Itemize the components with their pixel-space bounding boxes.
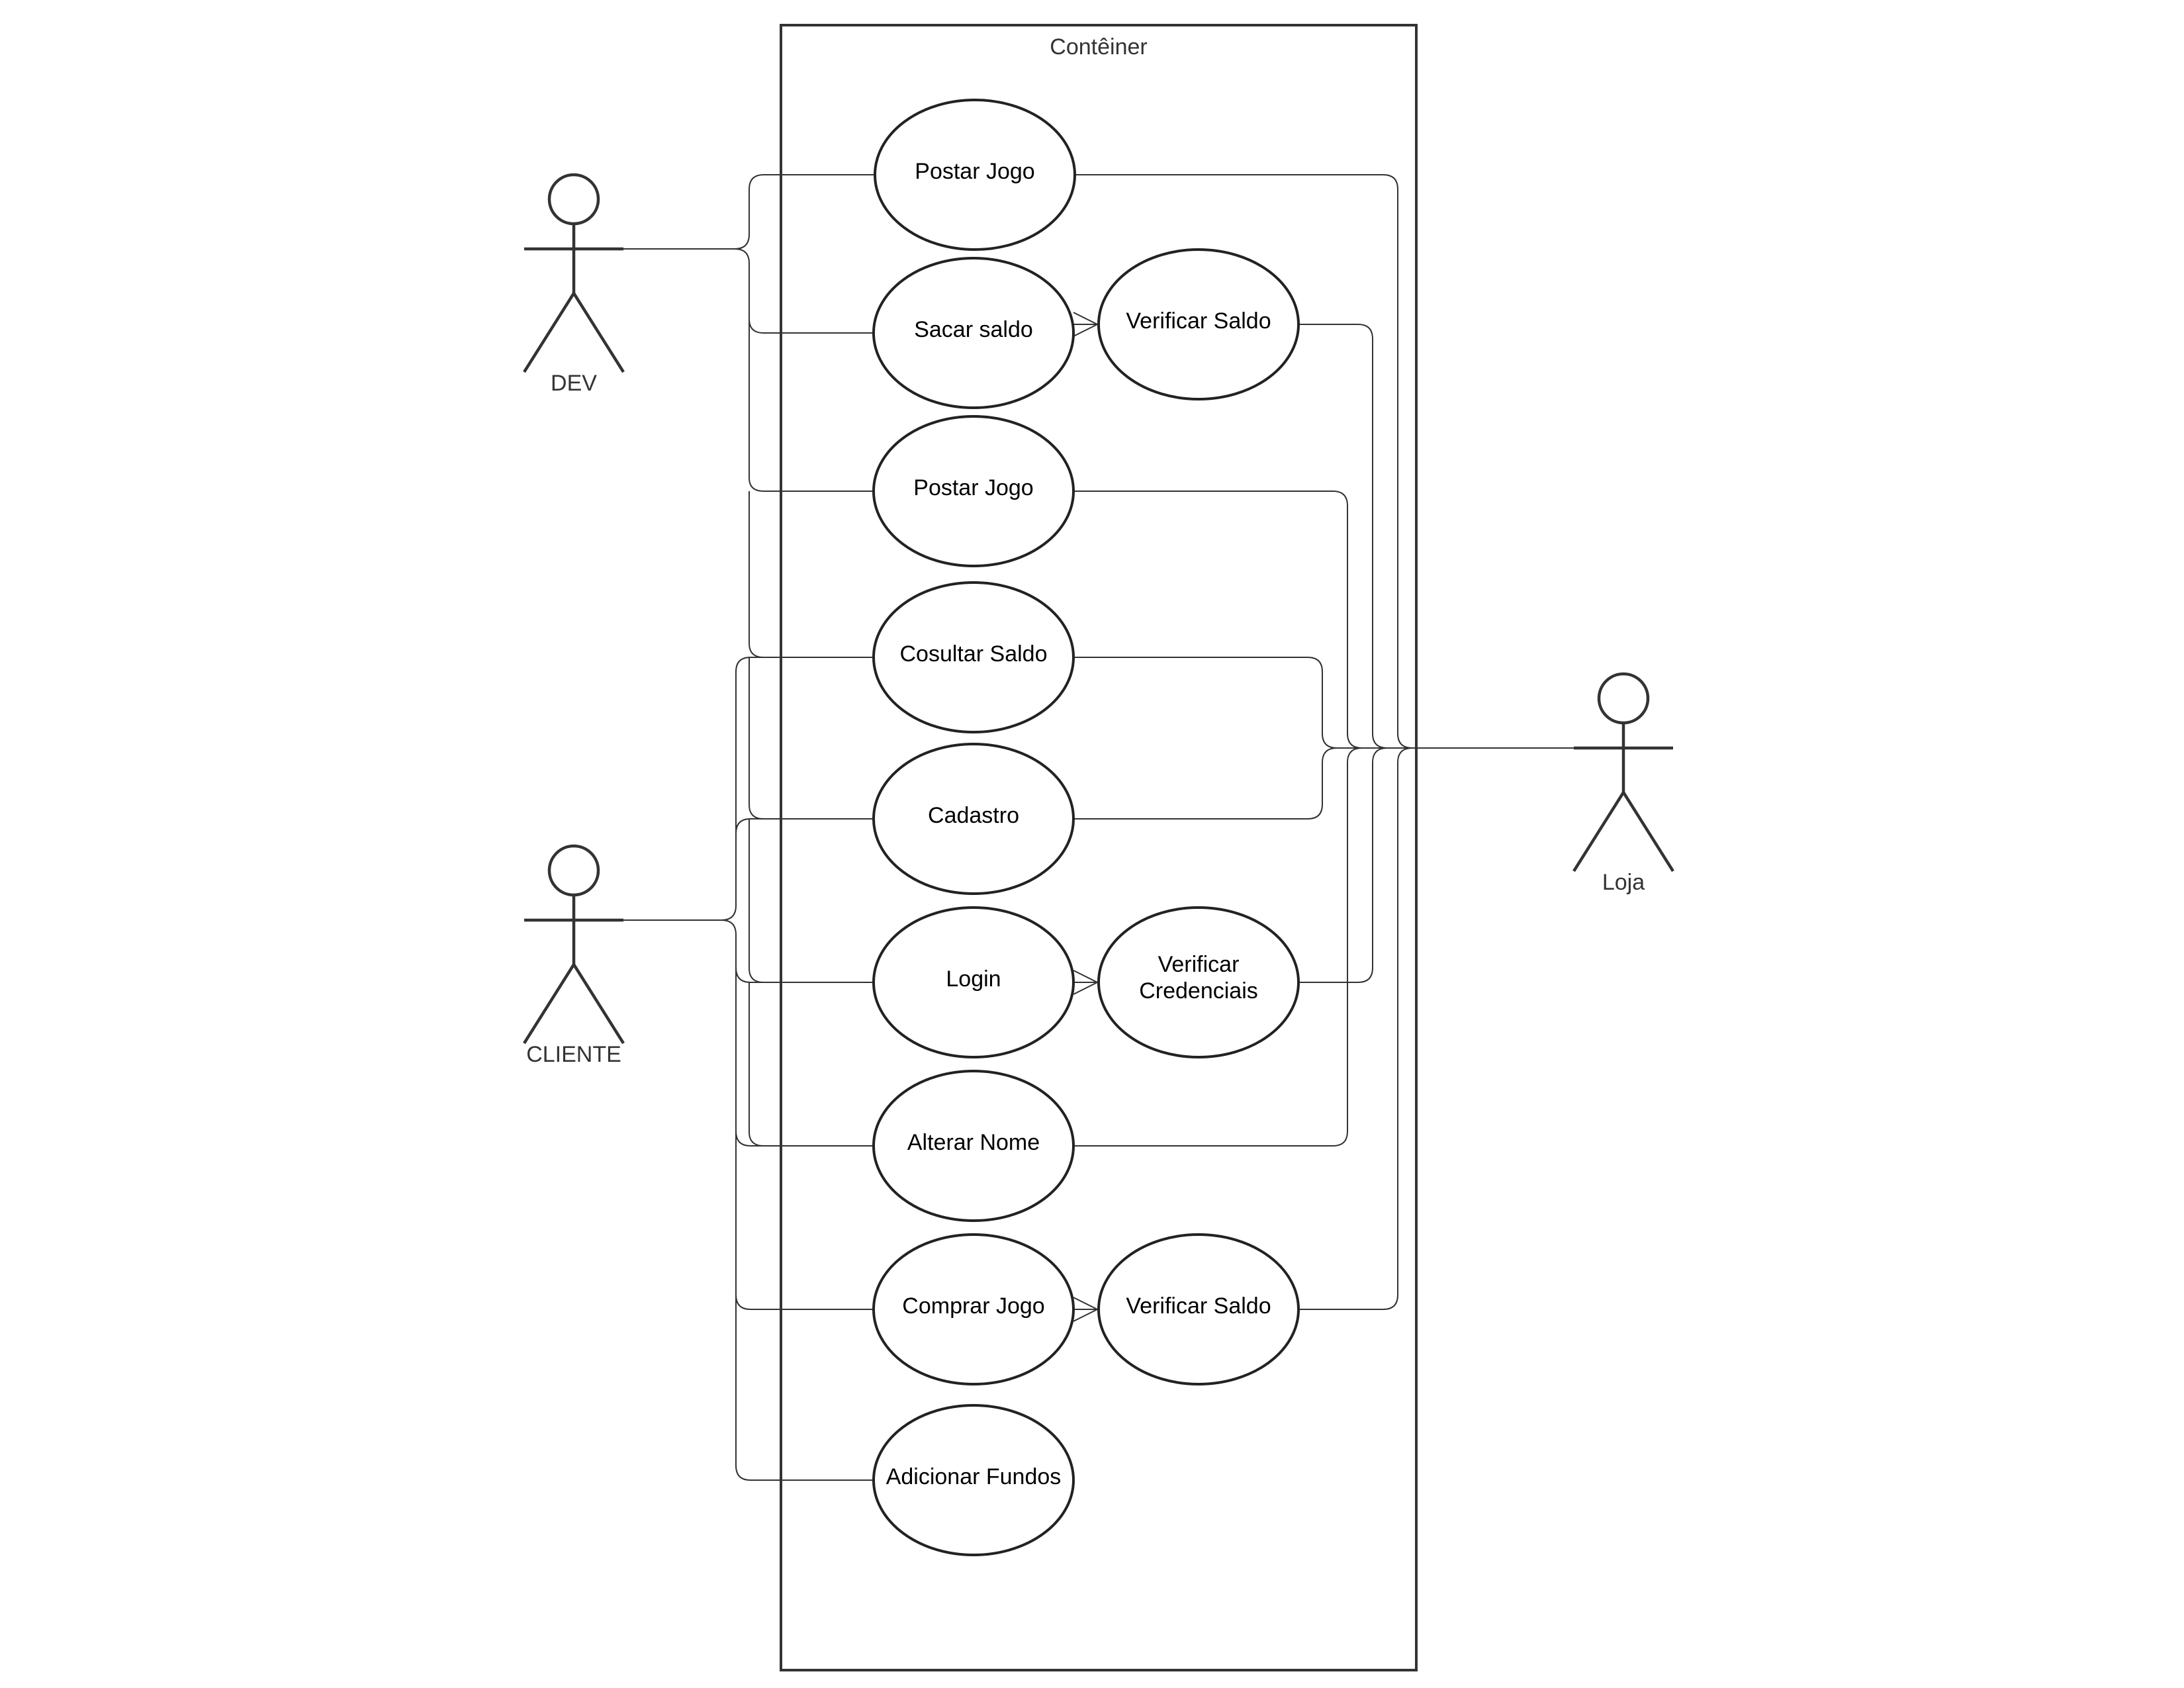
use-case-consultar-saldo[interactable]: Cosultar Saldo bbox=[872, 581, 1075, 733]
actor-loja-label: Loja bbox=[1602, 870, 1645, 895]
actor-dev-label: DEV bbox=[551, 371, 597, 396]
actor-cliente-label: CLIENTE bbox=[526, 1042, 621, 1067]
use-case-cadastro[interactable]: Cadastro bbox=[872, 743, 1075, 895]
use-case-comprar-jogo-label: Comprar Jogo bbox=[902, 1293, 1044, 1319]
use-case-alterar-nome-shape[interactable] bbox=[872, 1070, 1075, 1222]
loja-connector-postar-jogo-1 bbox=[1075, 174, 1575, 749]
use-case-cadastro-shape[interactable] bbox=[872, 743, 1075, 895]
actor-cliente-left-leg bbox=[523, 963, 575, 1045]
use-case-verificar-credenciais-shape[interactable] bbox=[1097, 906, 1300, 1058]
use-case-sacar-saldo[interactable]: Sacar saldo bbox=[872, 257, 1075, 409]
loja-connector-verificar-credenciais bbox=[1298, 747, 1388, 983]
use-case-consultar-saldo-shape[interactable] bbox=[872, 581, 1075, 733]
dev-connector-consultar-saldo bbox=[749, 491, 874, 658]
use-case-postar-jogo-2-label: Postar Jogo bbox=[913, 475, 1033, 500]
actor-loja-left-leg bbox=[1572, 791, 1625, 872]
loja-connector-consultar-saldo bbox=[1073, 657, 1575, 749]
actor-loja-right-leg bbox=[1622, 791, 1674, 872]
use-case-login[interactable]: Login bbox=[872, 906, 1075, 1058]
include-connectors bbox=[1073, 312, 1099, 1322]
dev-connector-cadastro bbox=[749, 657, 874, 820]
actor-cliente[interactable]: CLIENTE bbox=[523, 844, 625, 1067]
use-case-adicionar-fundos[interactable]: Adicionar Fundos bbox=[872, 1404, 1075, 1556]
loja-connector-alterar-nome bbox=[1073, 747, 1363, 1147]
use-case-alterar-nome-label: Alterar Nome bbox=[907, 1130, 1040, 1155]
use-case-postar-jogo-1-label: Postar Jogo bbox=[915, 159, 1034, 184]
dev-connectors bbox=[622, 174, 875, 1147]
use-case-consultar-saldo-label: Cosultar Saldo bbox=[899, 641, 1047, 667]
use-case-postar-jogo-1-shape[interactable] bbox=[874, 99, 1076, 251]
actor-loja-head bbox=[1597, 672, 1650, 725]
use-case-verificar-saldo-1-label: Verificar Saldo bbox=[1126, 308, 1271, 334]
use-case-postar-jogo-1[interactable]: Postar Jogo bbox=[874, 99, 1076, 251]
use-case-verificar-saldo-1[interactable]: Verificar Saldo bbox=[1097, 248, 1300, 400]
use-case-login-label: Login bbox=[946, 966, 1001, 992]
cliente-connector-login bbox=[622, 919, 874, 983]
use-case-verificar-credenciais-label-line2: Credenciais bbox=[1139, 978, 1258, 1004]
actor-dev-right-leg bbox=[572, 292, 625, 373]
use-case-postar-jogo-2-shape[interactable] bbox=[872, 415, 1075, 567]
actor-dev-head bbox=[547, 173, 600, 226]
actor-dev[interactable]: DEV bbox=[523, 173, 625, 396]
loja-connector-verificar-saldo-1 bbox=[1298, 324, 1575, 749]
actor-dev-left-leg bbox=[523, 292, 575, 373]
use-case-verificar-credenciais[interactable]: Verificar Credenciais bbox=[1097, 906, 1300, 1058]
system-title: Contêiner bbox=[1050, 34, 1147, 60]
dev-connector-postar-jogo-1 bbox=[622, 174, 875, 250]
loja-connector-cadastro bbox=[1073, 747, 1338, 820]
loja-connectors bbox=[1073, 174, 1575, 1310]
actor-cliente-head bbox=[547, 844, 600, 897]
cliente-connector-comprar-jogo bbox=[735, 1131, 874, 1310]
actor-loja[interactable]: Loja bbox=[1572, 672, 1674, 895]
use-case-cadastro-label: Cadastro bbox=[928, 803, 1019, 828]
use-case-verificar-saldo-2-shape[interactable] bbox=[1097, 1233, 1300, 1385]
use-case-adicionar-fundos-label: Adicionar Fundos bbox=[886, 1464, 1062, 1489]
use-case-alterar-nome[interactable]: Alterar Nome bbox=[872, 1070, 1075, 1222]
cliente-connector-cadastro bbox=[735, 818, 874, 906]
loja-connector-verificar-saldo-2 bbox=[1298, 747, 1413, 1310]
use-case-verificar-saldo-2-label: Verificar Saldo bbox=[1126, 1293, 1271, 1319]
actor-cliente-right-leg bbox=[572, 963, 625, 1045]
dev-connector-login bbox=[749, 819, 874, 983]
dev-connector-sacar-saldo bbox=[622, 248, 874, 334]
use-case-verificar-credenciais-label-line1: Verificar bbox=[1158, 952, 1240, 977]
use-case-comprar-jogo[interactable]: Comprar Jogo bbox=[872, 1233, 1075, 1385]
dev-connector-postar-jogo-2 bbox=[749, 278, 874, 492]
system-boundary bbox=[780, 24, 1418, 1671]
use-case-comprar-jogo-shape[interactable] bbox=[872, 1233, 1075, 1385]
use-case-postar-jogo-2[interactable]: Postar Jogo bbox=[872, 415, 1075, 567]
use-case-sacar-saldo-shape[interactable] bbox=[872, 257, 1075, 409]
use-case-login-shape[interactable] bbox=[872, 906, 1075, 1058]
dev-connector-alterar-nome bbox=[749, 982, 874, 1147]
cliente-connector-consultar-saldo bbox=[622, 657, 874, 921]
use-case-sacar-saldo-label: Sacar saldo bbox=[914, 317, 1033, 342]
cliente-connector-alterar-nome bbox=[735, 968, 874, 1147]
use-case-verificar-saldo-2[interactable]: Verificar Saldo bbox=[1097, 1233, 1300, 1385]
loja-connector-postar-jogo-2 bbox=[1073, 491, 1575, 749]
use-case-verificar-saldo-1-shape[interactable] bbox=[1097, 248, 1300, 400]
use-case-adicionar-fundos-shape[interactable] bbox=[872, 1404, 1075, 1556]
cliente-connectors bbox=[622, 657, 874, 1481]
cliente-connector-adicionar-fundos bbox=[735, 1295, 874, 1481]
